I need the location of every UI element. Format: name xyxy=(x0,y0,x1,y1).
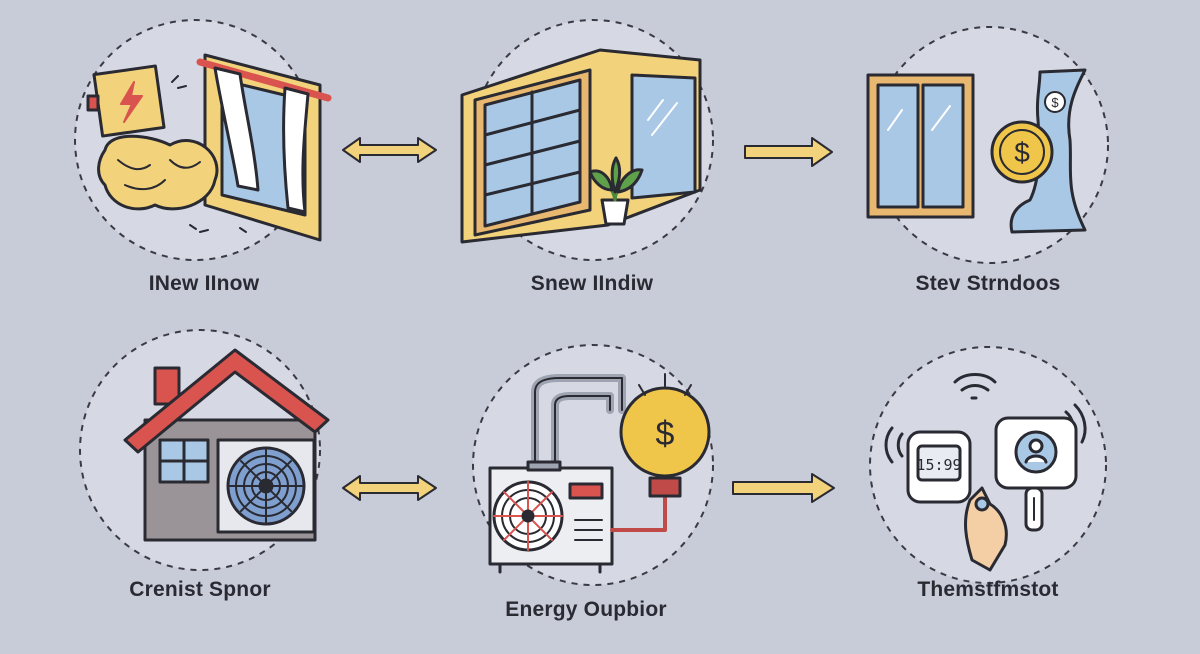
step-6-node: 15:99 xyxy=(869,346,1107,584)
step-4-node xyxy=(79,329,330,571)
step-2-label: Snew IIndiw xyxy=(530,272,654,295)
step-6-label: Themstfmstot xyxy=(917,578,1059,601)
connector-4-5 xyxy=(342,475,437,501)
step-5-label: Energy Oupbior xyxy=(505,598,667,621)
step-3-label: Stev Strndoos xyxy=(915,272,1061,295)
house-heat-pump-icon xyxy=(123,348,330,542)
bulb-dollar-symbol: $ xyxy=(656,415,675,453)
step-4-label: Crenist Spnor xyxy=(129,578,271,601)
step-2-node xyxy=(460,19,714,261)
outdoor-ac-unit-icon xyxy=(488,373,711,574)
thermostat-display: 15:99 xyxy=(916,456,961,474)
bill-symbol: $ xyxy=(1051,95,1059,110)
step-1-node xyxy=(74,19,332,261)
connector-2-3 xyxy=(744,137,833,167)
step-3-node: $ $ xyxy=(866,26,1109,264)
step-5-node: $ xyxy=(472,344,714,586)
smart-thermostat-icon xyxy=(884,373,1087,572)
connector-5-6 xyxy=(732,473,835,503)
insulation-window-icon xyxy=(86,53,332,242)
step-6-circle xyxy=(869,346,1107,584)
connector-1-2 xyxy=(342,137,437,163)
window-coin-icon xyxy=(866,68,1087,234)
step-1-label: INew IInow xyxy=(148,272,260,295)
double-window-plant-icon xyxy=(460,48,702,244)
coin-symbol: $ xyxy=(1014,137,1030,168)
